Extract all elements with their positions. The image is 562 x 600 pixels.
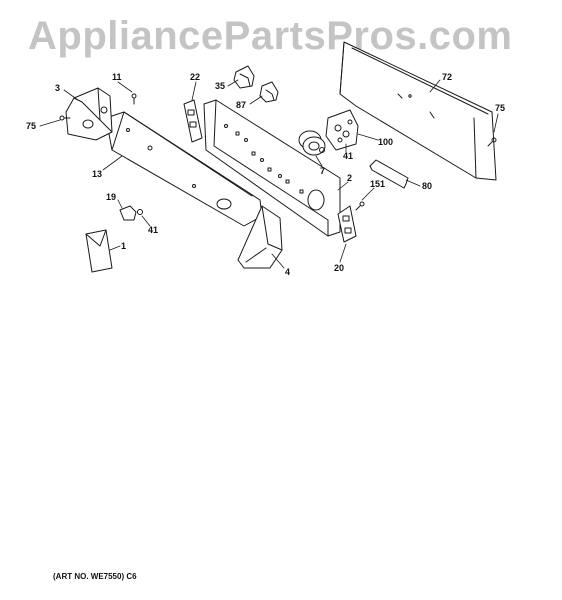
callout-3: 3 — [55, 83, 61, 93]
part-72-back-panel — [339, 41, 497, 181]
callout-41-right: 41 — [343, 151, 354, 161]
callout-75-right: 75 — [495, 103, 506, 113]
callout-22: 22 — [190, 72, 201, 82]
art-number: (ART NO. WE7550) C6 — [53, 572, 137, 581]
callout-35: 35 — [215, 81, 226, 91]
part-7-knob — [298, 130, 326, 156]
callout-72: 72 — [442, 72, 453, 82]
leader-lines — [39, 79, 499, 269]
part-22-component — [183, 99, 203, 143]
part-4-end-cap — [237, 205, 283, 269]
callout-7: 7 — [320, 166, 326, 176]
watermark-text: AppliancePartsPros.com — [28, 14, 513, 58]
part-100-control — [325, 109, 359, 151]
callout-2: 2 — [347, 173, 353, 183]
part-20-component — [337, 205, 357, 243]
callout-80: 80 — [422, 181, 433, 191]
callout-1: 1 — [121, 241, 127, 251]
callout-100: 100 — [378, 137, 394, 147]
part-19-component — [119, 205, 137, 221]
screws — [59, 93, 497, 215]
part-35-component — [233, 65, 255, 89]
part-3-end-cap — [65, 87, 113, 141]
callout-41-left: 41 — [148, 225, 159, 235]
callout-13: 13 — [92, 169, 103, 179]
callout-151: 151 — [370, 179, 386, 189]
callout-87: 87 — [236, 100, 247, 110]
part-1-manual — [85, 229, 113, 273]
part-80-bracket — [369, 159, 409, 189]
callout-19: 19 — [106, 192, 117, 202]
callout-11: 11 — [112, 72, 122, 82]
callout-75-left: 75 — [26, 121, 37, 131]
callout-20: 20 — [334, 263, 345, 273]
part-2-bracket — [203, 99, 341, 237]
callout-4: 4 — [285, 267, 291, 277]
part-87-component — [259, 81, 279, 103]
